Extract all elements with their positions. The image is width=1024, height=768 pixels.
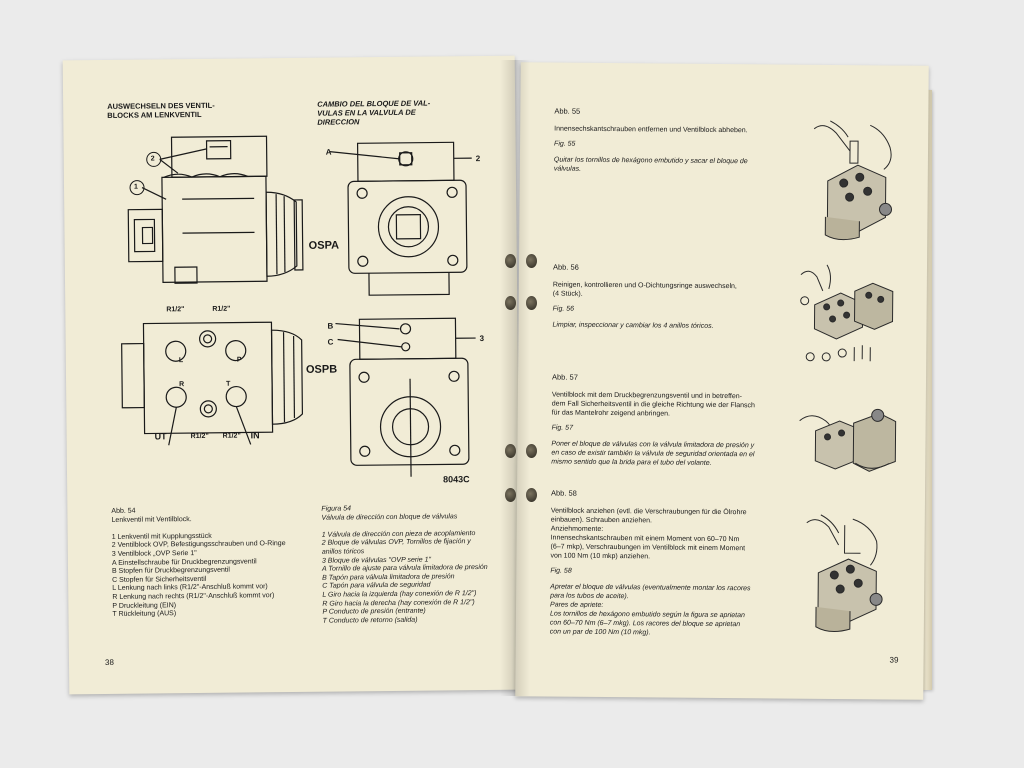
section-56: Abb. 56 Reinigen, kontrollieren und O-Di… xyxy=(552,263,813,332)
open-manual: AUSWECHSELN DES VENTIL- BLOCKS AM LENKVE… xyxy=(62,54,942,702)
fig-58: Fig. 58 xyxy=(550,567,572,575)
binding-hole xyxy=(526,296,537,310)
page-number-right: 39 xyxy=(889,655,899,665)
label-2: 2 xyxy=(475,154,481,164)
code-label: 8043C xyxy=(443,474,470,485)
fig-58-illustration xyxy=(806,514,883,633)
section-58: Abb. 58 Ventilblock anziehen (evtl. die … xyxy=(550,489,811,639)
left-page: AUSWECHSELN DES VENTIL- BLOCKS AM LENKVE… xyxy=(62,55,522,695)
fig-55-illustration xyxy=(813,120,893,241)
port-t-label: T xyxy=(226,380,231,388)
text-de-58: Ventilblock anziehen (evtl. die Verschra… xyxy=(550,507,747,561)
fig-55: Fig. 55 xyxy=(554,140,576,148)
valve-front-view-drawing xyxy=(329,141,472,296)
caption-es: Figura 54 Válvula de dirección con bloqu… xyxy=(321,505,488,625)
right-page: Abb. 55 Innensechskantschrauben entferne… xyxy=(515,62,929,700)
callout-1: 1 xyxy=(133,183,138,191)
label-a: A xyxy=(325,147,332,157)
r-half-top-right: R1/2" xyxy=(212,305,231,313)
binding-hole xyxy=(505,488,516,502)
port-r-label: R xyxy=(179,381,185,389)
binding-hole xyxy=(526,254,537,268)
page-number-left: 38 xyxy=(104,657,114,667)
ospa-label: OSPA xyxy=(308,239,340,252)
label-3: 3 xyxy=(479,333,485,344)
binding-hole xyxy=(505,444,516,458)
ospb-label: OSPB xyxy=(305,363,338,376)
callout-2: 2 xyxy=(150,155,155,163)
r-half-top-left: R1/2" xyxy=(166,306,185,314)
text-es-55: Quitar los tornillos de hexágono embutid… xyxy=(553,156,748,173)
heading-de: AUSWECHSELN DES VENTIL- BLOCKS AM LENKVE… xyxy=(107,100,215,120)
binding-hole xyxy=(505,296,516,310)
port-l-label: L xyxy=(178,357,184,365)
abb-55: Abb. 55 xyxy=(554,106,581,116)
binding-hole xyxy=(505,254,516,268)
abb-57: Abb. 57 xyxy=(551,372,578,382)
fig-56: Fig. 56 xyxy=(552,305,575,313)
text-de-55: Innensechskantschrauben entfernen und Ve… xyxy=(554,125,748,135)
fig-57: Fig. 57 xyxy=(551,424,574,432)
r-half-bottom-right: R1/2" xyxy=(222,432,241,440)
heading-es: CAMBIO DEL BLOQUE DE VAL- VULAS EN LA VA… xyxy=(317,98,431,127)
text-de-56: Reinigen, kontrollieren und O-Dichtungsr… xyxy=(552,281,737,298)
in-label: IN xyxy=(250,430,260,441)
label-c: C xyxy=(327,337,334,347)
label-b: B xyxy=(327,321,334,331)
r-half-bottom-left: R1/2" xyxy=(190,432,209,441)
binding-hole xyxy=(526,444,537,458)
abb-56: Abb. 56 xyxy=(552,262,579,272)
abb-58: Abb. 58 xyxy=(550,488,577,498)
valve-side-view-drawing xyxy=(335,317,476,477)
section-57: Abb. 57 Ventilblock mit dem Druckbegrenz… xyxy=(551,373,812,469)
caption-de: Abb. 54 Lenkventil mit Ventilblock. 1 Le… xyxy=(111,507,286,619)
text-de-57: Ventilblock mit dem Druckbegrenzungsvent… xyxy=(551,391,755,418)
ospa-side-view-drawing xyxy=(127,135,304,284)
section-55: Abb. 55 Innensechskantschrauben entferne… xyxy=(554,107,815,176)
text-es-56: Limpiar, inspeccionar y cambiar los 4 an… xyxy=(552,321,714,330)
ospb-top-view-drawing xyxy=(121,321,304,446)
text-es-57: Poner el bloque de válvulas con la válvu… xyxy=(551,440,755,467)
binding-hole xyxy=(526,488,537,502)
port-p-label: P xyxy=(236,356,242,364)
text-es-58: Apretar el bloque de válvulas (eventualm… xyxy=(549,583,751,637)
book-gutter xyxy=(500,60,530,696)
ut-label: UT xyxy=(154,431,167,442)
fig-56-illustration xyxy=(800,264,894,362)
fig-57-illustration xyxy=(799,408,897,472)
